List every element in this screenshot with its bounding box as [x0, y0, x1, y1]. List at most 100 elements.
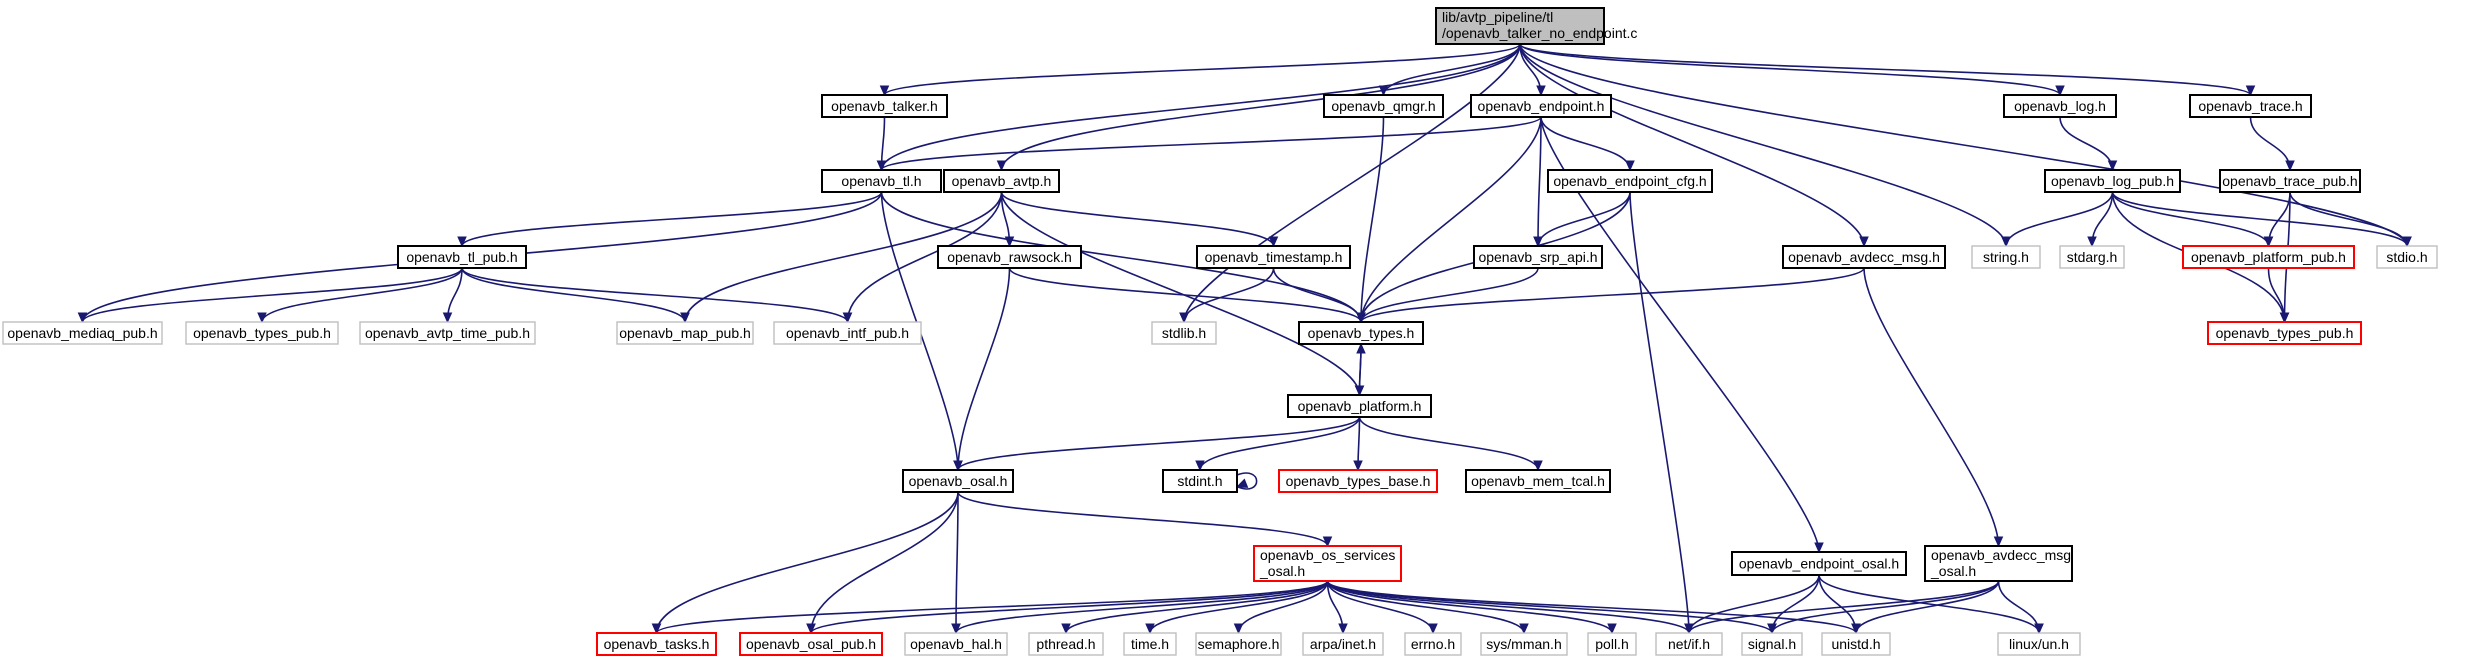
edge-arrowhead: [651, 623, 662, 635]
node-tl-pub-h[interactable]: openavb_tl_pub.h: [397, 245, 527, 269]
node-box: [1997, 632, 2081, 656]
edge-line: [1519, 43, 2061, 96]
node-box: [1547, 169, 1713, 193]
node-trace-h[interactable]: openavb_trace.h: [2189, 94, 2312, 118]
edge-line: [1382, 43, 1521, 96]
node-types-pub-h-r[interactable]: openavb_types_pub.h: [2207, 321, 2362, 345]
edge-line: [883, 43, 1521, 96]
edge-arrowhead: [1145, 623, 1155, 635]
edge-main-to-stdlib_h: [1179, 43, 1521, 324]
node-types-base-h[interactable]: openavb_types_base.h: [1278, 469, 1438, 493]
edge-line: [1688, 574, 1820, 634]
edge-arrowhead: [1814, 542, 1824, 554]
node-box: [1323, 94, 1444, 118]
edge-arrowhead: [1533, 236, 1543, 248]
node-box: [1253, 545, 1402, 582]
node-label: openavb_qmgr.h: [1331, 98, 1435, 114]
edge-platform_h-to-stdint_h: [1195, 416, 1361, 472]
edge-arrowhead: [2107, 160, 2118, 172]
node-endpoint-cfg-h[interactable]: openavb_endpoint_cfg.h: [1547, 169, 1713, 193]
node-avtp-time-pub-h: openavb_avtp_time_pub.h: [359, 321, 536, 345]
node-qmgr-h[interactable]: openavb_qmgr.h: [1323, 94, 1444, 118]
node-label: time.h: [1131, 636, 1169, 652]
edge-endpoint_cfg_h-to-net_if_h: [1629, 191, 1694, 635]
node-avdecc-msg-osal-h[interactable]: openavb_avdecc_msg_osal.h: [1924, 545, 2073, 582]
node-map-pub-h: openavb_map_pub.h: [616, 321, 754, 345]
node-label: openavb_avdecc_msg: [1931, 547, 2071, 563]
node-label: _osal.h: [1259, 563, 1305, 579]
node-avtp-h[interactable]: openavb_avtp.h: [943, 169, 1060, 193]
node-box: [1924, 545, 2073, 582]
node-types-h[interactable]: openavb_types.h: [1298, 321, 1424, 345]
node-label: openavb_platform.h: [1298, 398, 1422, 414]
node-timestamp-h[interactable]: openavb_timestamp.h: [1196, 245, 1351, 269]
edge-line: [1326, 580, 1434, 634]
node-label: openavb_map_pub.h: [619, 325, 751, 341]
node-arpa-inet-h: arpa/inet.h: [1302, 632, 1384, 656]
node-box: [2044, 169, 2181, 193]
node-avdecc-msg-h[interactable]: openavb_avdecc_msg.h: [1782, 245, 1946, 269]
edge-timestamp_h-to-stdlib_h: [1179, 267, 1275, 324]
edge-tl_pub_h-to-intf_pub_h: [461, 267, 853, 324]
edge-main-to-avdecc_msg_h: [1519, 43, 1869, 248]
node-box: [596, 632, 717, 656]
node-box: [1287, 394, 1432, 418]
node-log-h[interactable]: openavb_log.h: [2003, 94, 2117, 118]
edge-stdint_h-to-stdint_h: [1235, 472, 1258, 490]
edge-avtp_h-to-platform_h: [1000, 191, 1365, 397]
node-mediaq-pub-h: openavb_mediaq_pub.h: [2, 321, 163, 345]
node-label: openavb_endpoint_osal.h: [1739, 556, 1899, 572]
node-rawsock-h[interactable]: openavb_rawsock.h: [937, 245, 1082, 269]
edge-arrowhead: [77, 312, 88, 324]
node-platform-h[interactable]: openavb_platform.h: [1287, 394, 1432, 418]
edge-arrowhead: [1233, 623, 1244, 635]
node-log-pub-h[interactable]: openavb_log_pub.h: [2044, 169, 2181, 193]
edge-arrowhead: [257, 312, 267, 324]
edge-line: [461, 267, 686, 323]
edge-os_services_osal_h-to-sys_mman_h: [1326, 580, 1529, 635]
node-endpoint-osal-h[interactable]: openavb_endpoint_osal.h: [1731, 551, 1907, 576]
edge-line: [957, 267, 1011, 471]
node-box: [1821, 632, 1891, 656]
edge-arrowhead: [2263, 236, 2274, 248]
edge-line: [1519, 43, 2408, 247]
node-label: openavb_platform_pub.h: [2191, 249, 2346, 265]
node-osal-h[interactable]: openavb_osal.h: [902, 469, 1014, 493]
edge-line: [1065, 580, 1329, 634]
node-label: openavb_types_pub.h: [2216, 325, 2354, 341]
node-box: [1151, 321, 1217, 345]
node-srp-api-h[interactable]: openavb_srp_api.h: [1473, 245, 1603, 269]
edge-arrowhead: [1607, 623, 1617, 635]
node-stdint-h[interactable]: stdint.h: [1162, 469, 1238, 493]
edge-line: [880, 116, 1542, 171]
edge-line: [1326, 580, 1690, 634]
node-os-services-osal-h[interactable]: openavb_os_services_osal.h: [1253, 545, 1402, 582]
edge-osal_h-to-os_services_osal_h: [957, 491, 1333, 548]
edge-arrowhead: [2034, 623, 2044, 635]
node-platform-pub-h[interactable]: openavb_platform_pub.h: [2182, 245, 2355, 269]
node-osal-pub-h[interactable]: openavb_osal_pub.h: [739, 632, 883, 656]
node-mem-tcal-h[interactable]: openavb_mem_tcal.h: [1465, 469, 1611, 493]
edge-arrowhead: [2279, 312, 2290, 324]
node-trace-pub-h[interactable]: openavb_trace_pub.h: [2219, 169, 2361, 193]
node-endpoint-h[interactable]: openavb_endpoint.h: [1470, 94, 1612, 118]
node-main[interactable]: lib/avtp_pipeline/tl/openavb_talker_no_e…: [1435, 7, 1637, 45]
edge-main-to-trace_h: [1519, 43, 2256, 97]
edge-endpoint_h-to-endpoint_cfg_h: [1540, 116, 1635, 172]
edge-line: [1771, 574, 1820, 634]
node-label: openavb_timestamp.h: [1205, 249, 1343, 265]
edge-arrowhead: [1179, 312, 1189, 324]
node-box: [943, 169, 1060, 193]
node-talker-h[interactable]: openavb_talker.h: [821, 94, 948, 118]
node-tl-h[interactable]: openavb_tl.h: [821, 169, 942, 193]
node-label: stdarg.h: [2067, 249, 2118, 265]
node-label: openavb_tl.h: [841, 173, 921, 189]
edge-line: [957, 491, 1329, 547]
edge-line: [957, 416, 1361, 471]
node-tasks-h[interactable]: openavb_tasks.h: [596, 632, 717, 656]
edge-log_h-to-log_pub_h: [2059, 116, 2118, 172]
node-sys-mman-h: sys/mman.h: [1480, 632, 1568, 656]
edge-arrowhead: [1004, 236, 1015, 248]
node-box: [1587, 632, 1637, 656]
edge-line: [1008, 267, 1362, 323]
